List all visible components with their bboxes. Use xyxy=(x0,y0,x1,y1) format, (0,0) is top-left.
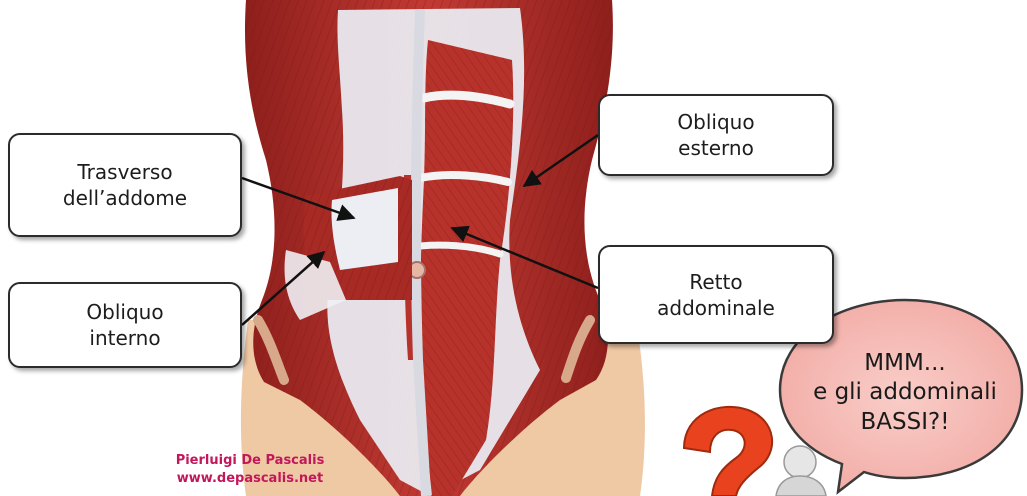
speech-line2: e gli addominali xyxy=(813,378,997,407)
label-retto-line2: addominale xyxy=(657,295,775,321)
speech-bubble-text: MMM... e gli addominali BASSI?! xyxy=(780,323,1027,463)
label-obliquo-interno-line1: Obliquo xyxy=(86,299,163,325)
label-obliquo-esterno-line1: Obliquo xyxy=(677,109,754,135)
speech-line3: BASSI?! xyxy=(861,408,950,437)
speech-line1: MMM... xyxy=(864,349,945,378)
torso xyxy=(241,0,645,496)
label-obliquo-interno-line2: interno xyxy=(89,325,160,351)
label-obliquo-esterno: Obliquo esterno xyxy=(598,94,834,176)
label-trasverso-line2: dell’addome xyxy=(63,185,187,211)
label-obliquo-interno: Obliquo interno xyxy=(8,282,242,368)
credit-author: Pierluigi De Pascalis xyxy=(170,452,330,470)
label-trasverso-line1: Trasverso xyxy=(77,159,172,185)
label-obliquo-esterno-line2: esterno xyxy=(678,135,754,161)
label-retto-line1: Retto xyxy=(689,269,742,295)
label-trasverso-addome: Trasverso dell’addome xyxy=(8,133,242,237)
question-mark-icon xyxy=(684,407,772,496)
author-credit: Pierluigi De Pascalis www.depascalis.net xyxy=(170,452,330,487)
credit-website: www.depascalis.net xyxy=(170,470,330,488)
